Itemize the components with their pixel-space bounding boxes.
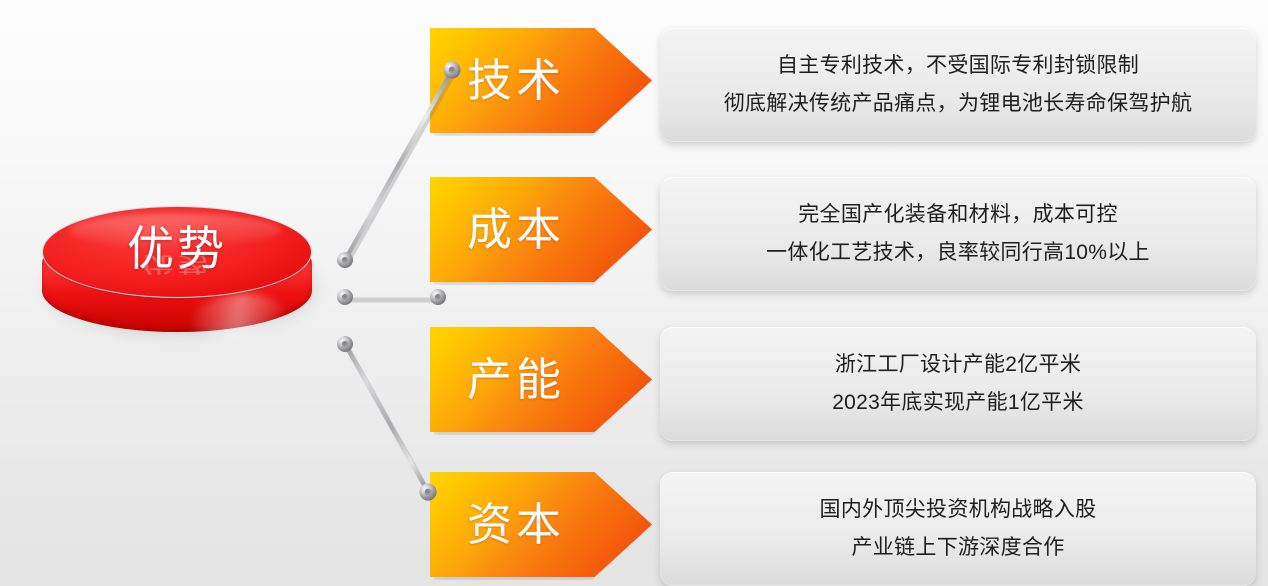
connector-capital xyxy=(337,336,437,501)
hub-label: 优势 xyxy=(127,222,227,275)
chevron-capacity[interactable]: 产能 xyxy=(428,326,654,435)
description-card-capacity[interactable]: 浙江工厂设计产能2亿平米 2023年底实现产能1亿平米 xyxy=(660,327,1256,441)
hub-cylinder-top xyxy=(42,206,312,298)
chevron-label-cost: 成本 xyxy=(466,203,565,255)
chevron-technology[interactable]: 技术 xyxy=(428,27,654,136)
description-line: 彻底解决传统产品痛点，为锂电池长寿命保驾护航 xyxy=(723,92,1193,115)
description-card-technology[interactable]: 自主专利技术，不受国际专利封锁限制 彻底解决传统产品痛点，为锂电池长寿命保驾护航 xyxy=(660,28,1256,142)
chevron-label-technology: 技术 xyxy=(466,54,565,106)
description-card-capital[interactable]: 国内外顶尖投资机构战略入股 产业链上下游深度合作 xyxy=(660,472,1256,586)
description-line: 产业链上下游深度合作 xyxy=(851,536,1065,559)
chevron-capital[interactable]: 资本 xyxy=(428,471,654,580)
hub-top-gloss xyxy=(69,213,281,247)
description-card-cost[interactable]: 完全国产化装备和材料，成本可控 一体化工艺技术，良率较同行高10%以上 xyxy=(660,177,1256,291)
description-line: 完全国产化装备和材料，成本可控 xyxy=(798,203,1118,226)
description-line: 浙江工厂设计产能2亿平米 xyxy=(834,353,1082,376)
chevron-label-capital: 资本 xyxy=(466,498,565,550)
hub-side-highlight xyxy=(189,289,287,345)
description-line: 国内外顶尖投资机构战略入股 xyxy=(819,498,1097,521)
description-line: 一体化工艺技术，良率较同行高10%以上 xyxy=(766,241,1150,264)
chevron-label-capacity: 产能 xyxy=(466,353,565,405)
hub-cylinder[interactable]: 优势 优势 xyxy=(38,204,316,345)
connector-cost xyxy=(337,289,446,305)
chevron-cost[interactable]: 成本 xyxy=(428,176,654,285)
description-line: 自主专利技术，不受国际专利封锁限制 xyxy=(776,54,1140,77)
description-line: 2023年底实现产能1亿平米 xyxy=(832,391,1084,414)
